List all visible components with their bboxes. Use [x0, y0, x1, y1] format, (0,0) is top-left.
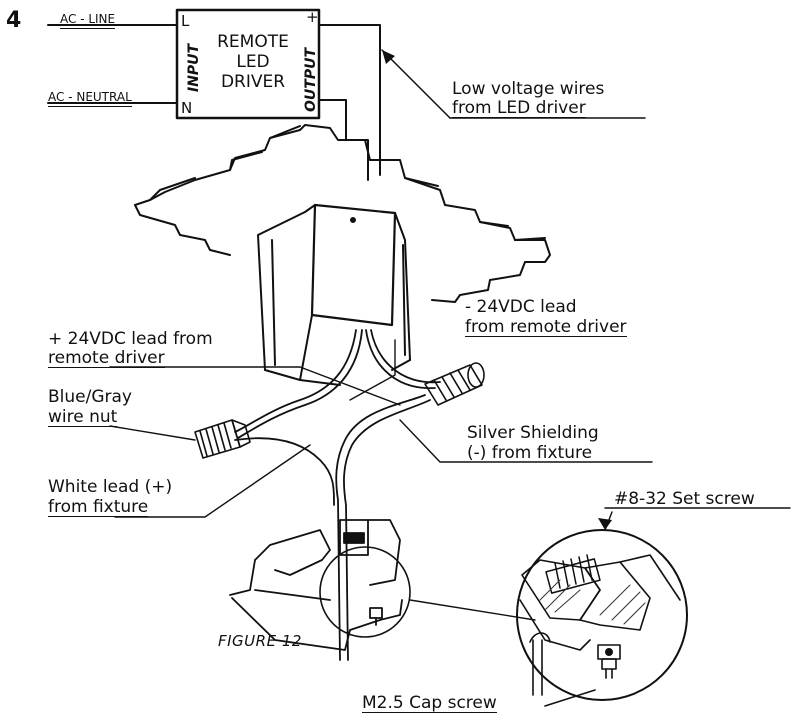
- fixture-housing: [257, 203, 411, 386]
- detail-circle-large: [516, 529, 688, 707]
- wire-nut-label-1: Blue/Gray: [48, 387, 132, 407]
- input-label: INPUT: [186, 43, 202, 92]
- terminal-l: L: [181, 12, 190, 30]
- low-voltage-label-1: Low voltage wires: [452, 79, 605, 99]
- positive-output-wire: [318, 24, 381, 176]
- low-voltage-label-2: from LED driver: [452, 98, 586, 118]
- driver-line-1: REMOTE: [217, 32, 289, 52]
- white-lead-label-1: White lead (+): [48, 477, 173, 497]
- wire-nut-left: [194, 419, 251, 459]
- set-screw-label: #8-32 Set screw: [614, 489, 755, 509]
- figure-caption: FIGURE 12: [218, 632, 302, 650]
- fixture-leads: [234, 329, 441, 661]
- terminal-minus: -: [308, 99, 314, 117]
- driver-box: [175, 8, 321, 120]
- driver-line-3: DRIVER: [220, 72, 286, 92]
- low-voltage-leader: [381, 49, 451, 119]
- callout-leaders: [109, 339, 791, 518]
- shielding-label-2: (-) from fixture: [467, 443, 593, 463]
- neg-lead-label-1: - 24VDC lead: [465, 297, 577, 317]
- mounting-bracket: [229, 519, 403, 651]
- driver-line-2: LED: [236, 52, 270, 72]
- terminal-plus: +: [306, 8, 319, 26]
- terminal-n: N: [181, 99, 193, 117]
- wire-nut-right: [424, 362, 485, 406]
- stepped-canopy: [134, 124, 551, 303]
- ac-neutral-label: AC - NEUTRAL: [48, 88, 132, 107]
- pos-lead-label-1: + 24VDC lead from: [48, 329, 213, 349]
- arrowhead-icon: [382, 50, 395, 64]
- ac-line-label: AC - LINE: [60, 10, 116, 29]
- detail-circle-small: [319, 546, 411, 638]
- step-number: 4: [6, 8, 22, 33]
- output-label: OUTPUT: [303, 48, 319, 112]
- wire-nut-label-2: wire nut: [48, 407, 118, 427]
- shielding-label-1: Silver Shielding: [467, 423, 599, 443]
- white-lead-label-2: from fixture: [48, 497, 149, 517]
- neg-lead-label-2: from remote driver: [465, 317, 627, 337]
- cap-screw-label: M2.5 Cap screw: [362, 693, 497, 713]
- pos-lead-label-2: remote driver: [48, 348, 165, 368]
